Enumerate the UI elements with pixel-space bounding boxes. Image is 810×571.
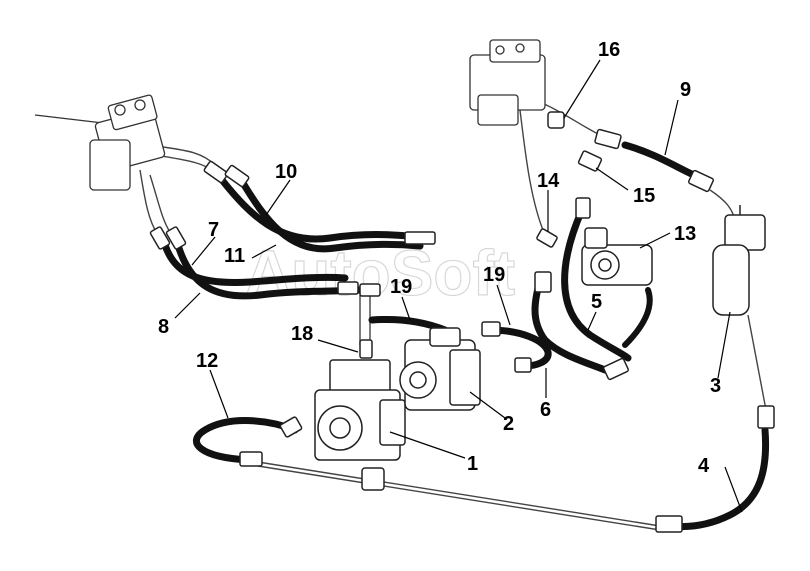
tube-return-bottom xyxy=(257,461,661,527)
watermark: AutoSoft xyxy=(245,237,515,309)
hose-7 xyxy=(161,241,349,286)
callout-11: 11 xyxy=(224,245,245,267)
fitting-19 xyxy=(534,271,552,293)
fitting-12-left xyxy=(279,416,303,438)
callout-5: 5 xyxy=(591,291,602,313)
hose-5b xyxy=(622,287,653,348)
tube-upper-valve-down xyxy=(519,109,546,236)
hose-5 xyxy=(561,206,632,362)
filter-3 xyxy=(712,205,766,316)
callout-4: 4 xyxy=(698,455,710,477)
hose-11 xyxy=(236,174,424,253)
tube-valve-down xyxy=(139,169,159,236)
fitting-10-top xyxy=(203,160,229,184)
callout-6: 6 xyxy=(540,399,551,421)
callout-16: 16 xyxy=(598,39,620,61)
pump-1 xyxy=(314,359,406,461)
fitting-6-left xyxy=(481,321,501,337)
fitting-5-top xyxy=(575,197,591,219)
callout-9: 9 xyxy=(680,79,691,101)
fitting-9-right xyxy=(687,169,715,193)
callout-2: 2 xyxy=(503,413,514,435)
fitting-6-end xyxy=(514,357,532,373)
hose-10 xyxy=(218,176,434,243)
fitting-5-end xyxy=(602,357,630,381)
hose-6 xyxy=(486,326,552,370)
fitting-15 xyxy=(577,150,603,172)
fitting-9-left xyxy=(594,128,622,150)
callout-13: 13 xyxy=(674,223,696,245)
control-valve-right xyxy=(469,39,546,126)
callout-19-left: 19 xyxy=(390,276,412,298)
fittings xyxy=(149,111,775,533)
fitting-8-top xyxy=(165,226,187,250)
hose-4 xyxy=(666,426,770,531)
callout-15: 15 xyxy=(633,185,655,207)
callout-14: 14 xyxy=(537,170,560,192)
fitting-4-end xyxy=(655,515,683,533)
fitting-11-top xyxy=(224,164,250,188)
tube-valve-down-b xyxy=(149,174,171,233)
callout-10: 10 xyxy=(275,161,297,183)
fitting-7-end xyxy=(337,281,359,295)
fitting-8-end xyxy=(359,283,381,297)
callout-3: 3 xyxy=(710,375,721,397)
gear-pump-13 xyxy=(581,227,653,286)
hose-12 xyxy=(193,417,299,464)
callout-7: 7 xyxy=(208,219,219,241)
pump-2 xyxy=(399,327,481,411)
fitting-tee-bottom xyxy=(361,467,385,491)
callout-18: 18 xyxy=(291,323,313,345)
fitting-4-top xyxy=(757,405,775,429)
tube-return-bottom-b xyxy=(257,465,661,531)
callout-1: 1 xyxy=(467,453,478,475)
callout-12: 12 xyxy=(196,350,218,372)
callout-19-right: 19 xyxy=(483,264,505,286)
fitting-16 xyxy=(547,111,565,129)
fitting-12-right xyxy=(239,451,263,467)
hose-8 xyxy=(174,241,364,300)
fitting-7-top xyxy=(149,226,171,250)
callouts: 1 2 3 4 5 6 7 8 9 10 11 12 13 14 15 16 1… xyxy=(158,39,721,477)
control-valve-left xyxy=(34,94,166,191)
callout-8: 8 xyxy=(158,316,169,338)
leader-lines xyxy=(174,59,743,513)
hoses xyxy=(161,141,770,531)
fitting-10-end xyxy=(404,231,436,245)
fitting-18 xyxy=(359,339,373,359)
hose-19-right xyxy=(531,276,609,374)
tube-filter-down xyxy=(747,314,767,411)
fitting-14 xyxy=(536,228,558,248)
